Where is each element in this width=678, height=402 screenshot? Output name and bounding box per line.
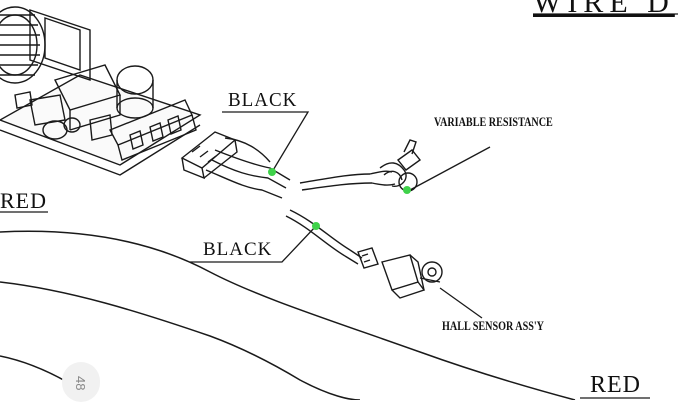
page-title: WIRE D <box>533 0 675 19</box>
label-black-top: BLACK <box>228 89 298 112</box>
lower-wire <box>285 209 443 299</box>
page-number: 48 <box>73 376 88 391</box>
page-badge <box>62 362 100 402</box>
label-red-left: RED <box>0 188 47 213</box>
label-variable-resistance: VARIABLE RESISTANCE <box>434 114 553 129</box>
leader-lines <box>0 13 678 399</box>
label-black-bottom: BLACK <box>203 239 273 260</box>
green-markers <box>268 168 411 230</box>
label-red-right: RED <box>590 372 641 398</box>
upper-wire <box>299 139 422 192</box>
marker-resistance <box>403 186 411 194</box>
label-hall-sensor: HALL SENSOR ASS'Y <box>442 318 545 333</box>
marker-bottom <box>312 222 320 230</box>
marker-top <box>268 168 276 176</box>
controller-board <box>0 6 202 176</box>
harness-plug <box>180 131 291 199</box>
